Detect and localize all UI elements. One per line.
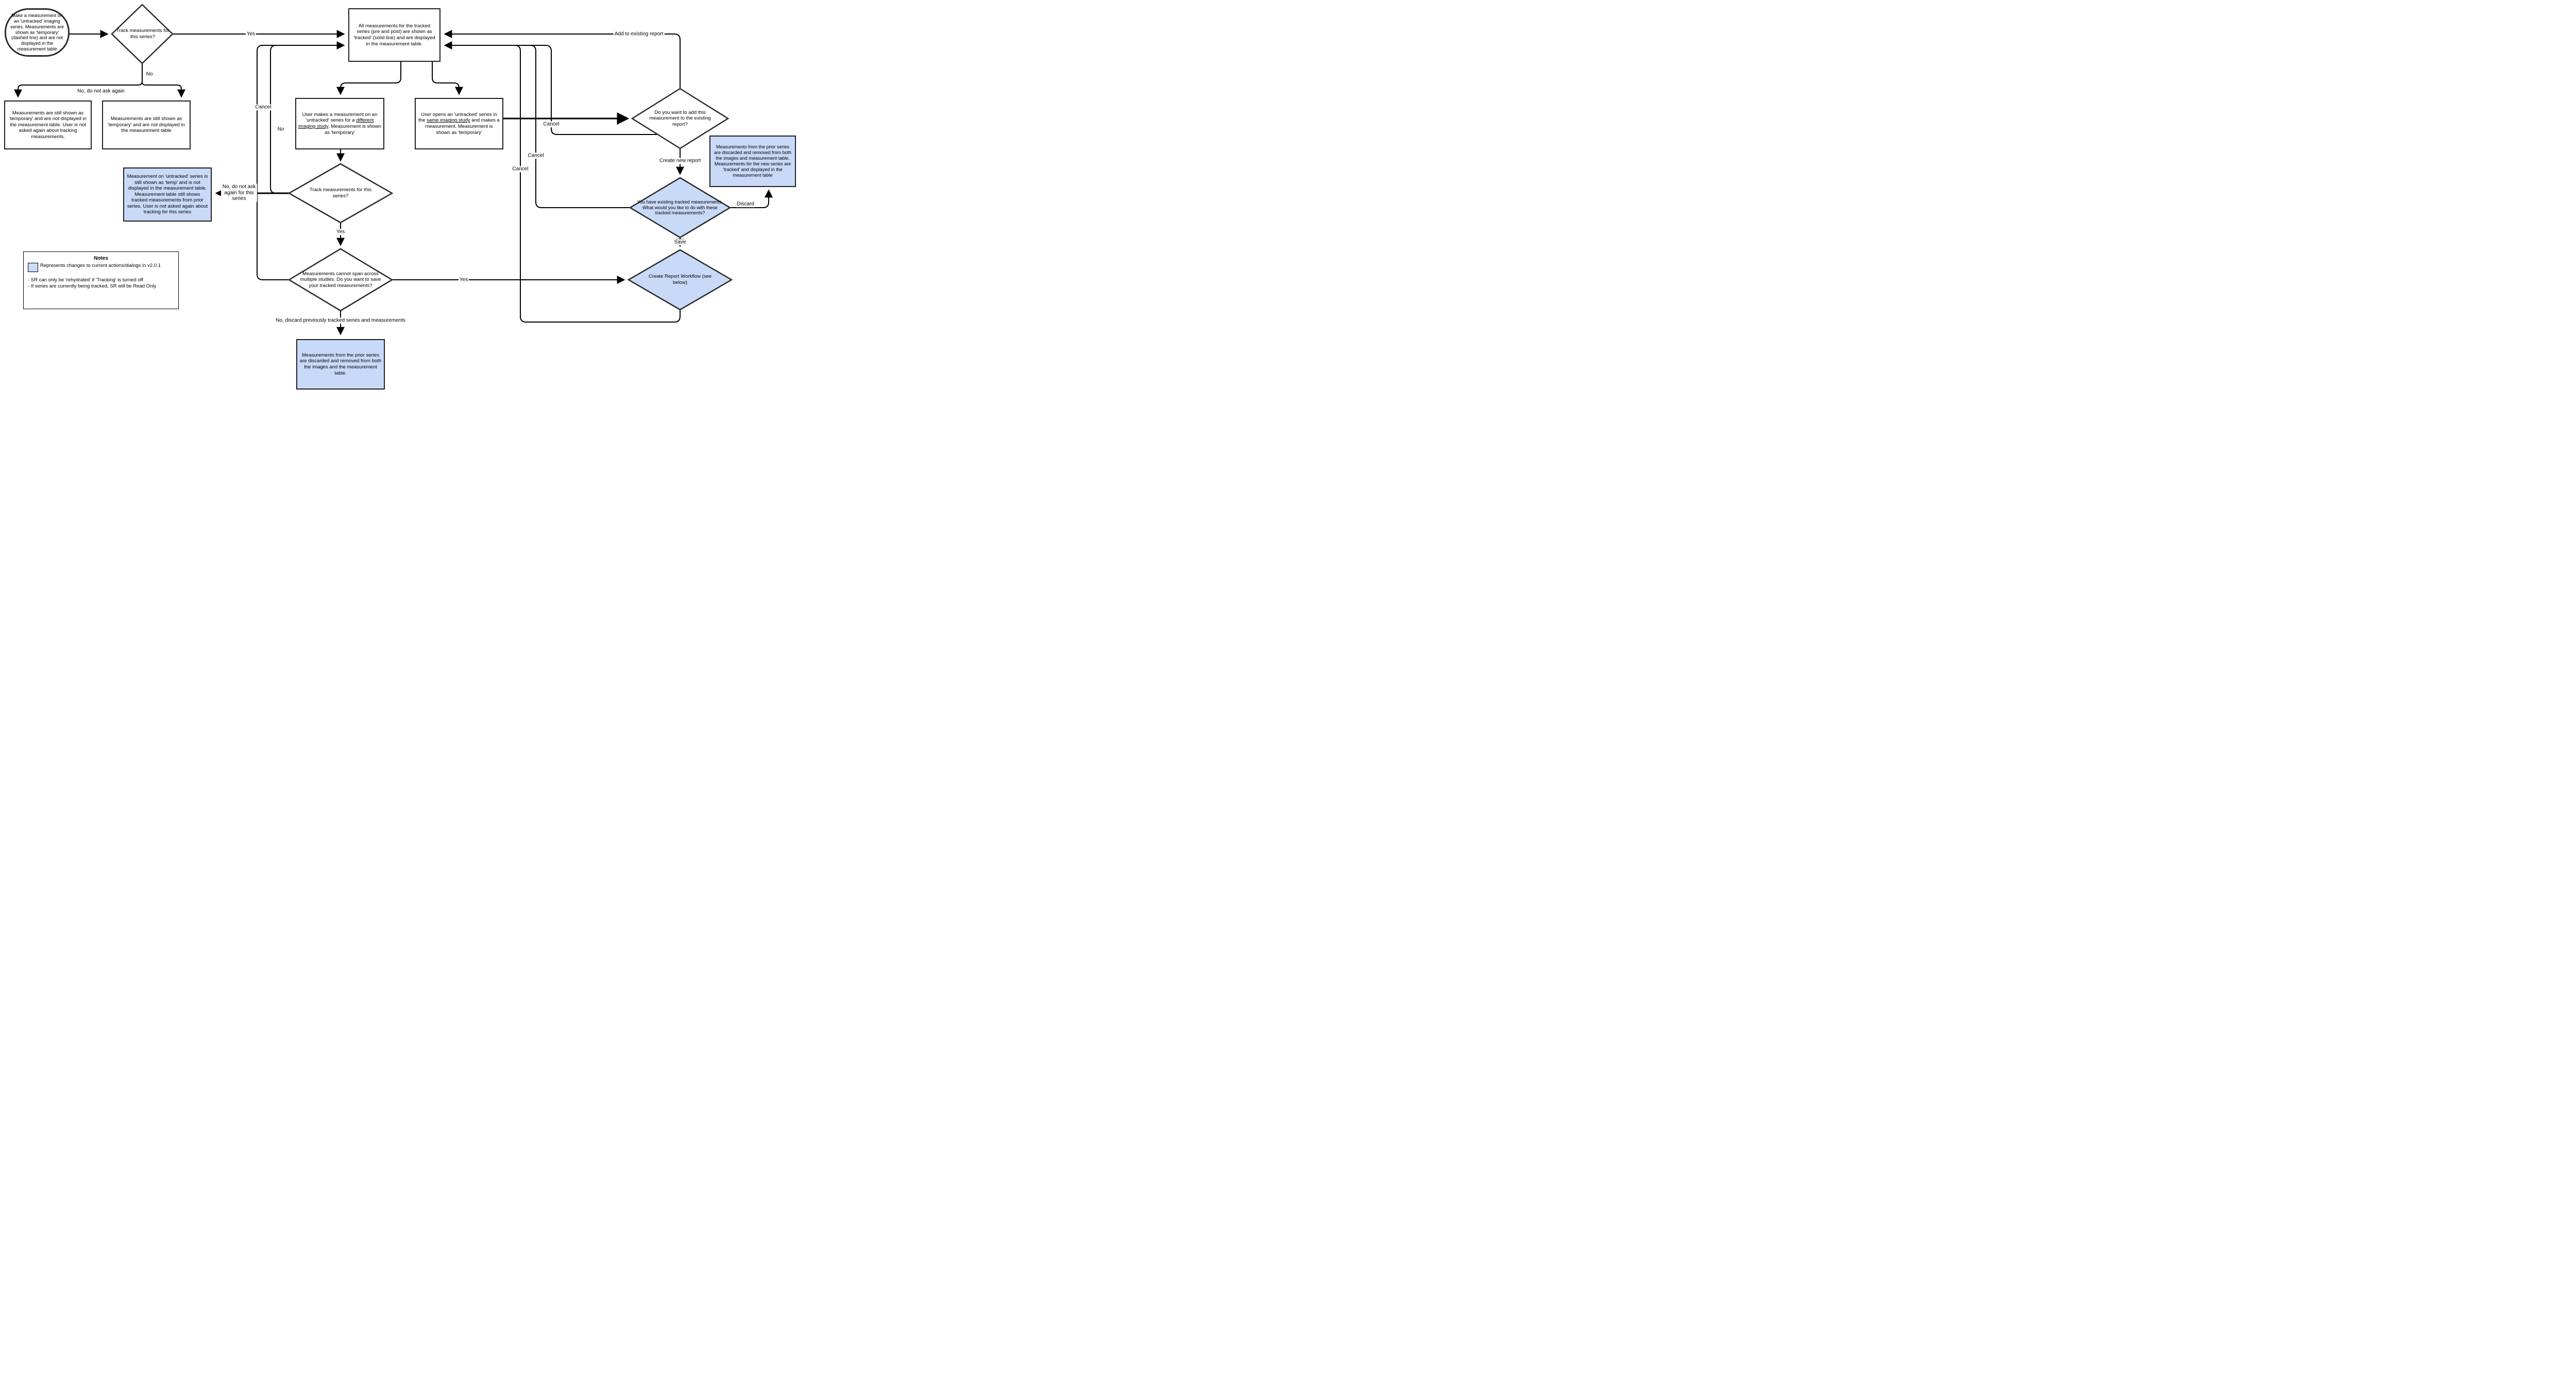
decision-cannot-span-label: Measurements cannot span across multiple… <box>300 271 381 289</box>
notes-bullet-1: - SR can only be 'rehydrated' if 'Tracki… <box>28 277 143 283</box>
notes-box: Notes Represents changes to current acti… <box>23 251 179 309</box>
start-oval: Make a measurement on an 'untracked' ima… <box>5 8 70 57</box>
process-temp-not-asked: Measurements are still shown as 'tempora… <box>4 100 92 149</box>
process-tracked-state: All measurements for the tracked series … <box>348 8 440 62</box>
decision-track-series-shape <box>111 4 174 64</box>
diff-study-text-underlined: different imaging study <box>298 117 374 129</box>
flow-connectors <box>14 4 773 335</box>
notes-title: Notes <box>94 256 108 261</box>
edge-label-no-2: No <box>276 126 285 132</box>
decision-track-series-new-shape <box>287 163 394 224</box>
decision-add-existing-shape <box>631 88 730 149</box>
edge-label-cancel-workflow: Cancel <box>511 166 530 172</box>
edge-label-cancel-left: Cancel <box>254 104 273 110</box>
process-temp: Measurements are still shown as 'tempora… <box>102 100 191 149</box>
diff-study-text-before: User makes a measurement on an 'untracke… <box>302 111 378 124</box>
edge-label-discard: Discard <box>736 201 755 207</box>
decision-create-report-workflow-label: Create Report Workflow (see below) <box>648 274 712 285</box>
edge-label-cancel-existing: Cancel <box>527 153 545 159</box>
decision-existing-tracked-label: You have existing tracked measurements. … <box>637 199 723 216</box>
edge-label-add-existing-report: Add to existing report <box>613 31 665 37</box>
decision-create-report-workflow-shape <box>627 249 733 311</box>
edge-label-no-do-not-ask: No, do not ask again <box>76 88 126 94</box>
decision-track-series-label: Track measurements for this series? <box>116 28 170 40</box>
highlight-legend-swatch <box>28 263 38 272</box>
edge-label-no-do-not-ask-series: No, do not ask again for this series <box>221 183 257 202</box>
decision-add-existing-label: Do you want to add this measurement to t… <box>649 109 711 127</box>
process-open-same-study: User opens an 'untracked' series in the … <box>415 98 503 149</box>
highlight-prior-discarded-box: Measurements from the prior series are d… <box>296 339 385 390</box>
decision-track-series-new-label: Track measurements for this series? <box>309 187 372 199</box>
edge-label-no-discard: No, discard previously tracked series an… <box>275 317 406 324</box>
decision-existing-tracked-shape <box>629 177 732 239</box>
edge-label-yes-3: Yes <box>458 277 469 283</box>
flowchart-canvas: Make a measurement on an 'untracked' ima… <box>0 0 797 391</box>
edge-label-cancel-add: Cancel <box>542 121 561 127</box>
same-study-text-after: and makes a measurement. Measurement is … <box>425 117 500 136</box>
notes-bullet-2: - If series are currently being tracked,… <box>28 283 157 290</box>
edge-label-create-new-report: Create new report <box>658 158 702 164</box>
edge-label-yes-1: Yes <box>245 31 257 37</box>
edge-label-yes-2: Yes <box>335 229 346 235</box>
notes-legend-text: Represents changes to current actions/di… <box>40 263 161 268</box>
highlight-new-tracked-box: Measurements from the prior series are d… <box>709 136 796 187</box>
same-study-text-before: User opens an 'untracked' series in the <box>418 111 497 124</box>
same-study-text-underlined: same imaging study <box>427 117 470 124</box>
process-measure-different-study: User makes a measurement on an 'untracke… <box>295 98 384 149</box>
edge-label-save: Save <box>673 239 687 245</box>
edge-label-no-1: No <box>145 71 154 77</box>
decision-cannot-span-shape <box>287 248 394 312</box>
diff-study-text-after: . Measurement is shown as 'temporary' <box>324 124 381 136</box>
highlight-untracked-temp-box: Measurement on 'untracked' series is sti… <box>123 167 212 222</box>
